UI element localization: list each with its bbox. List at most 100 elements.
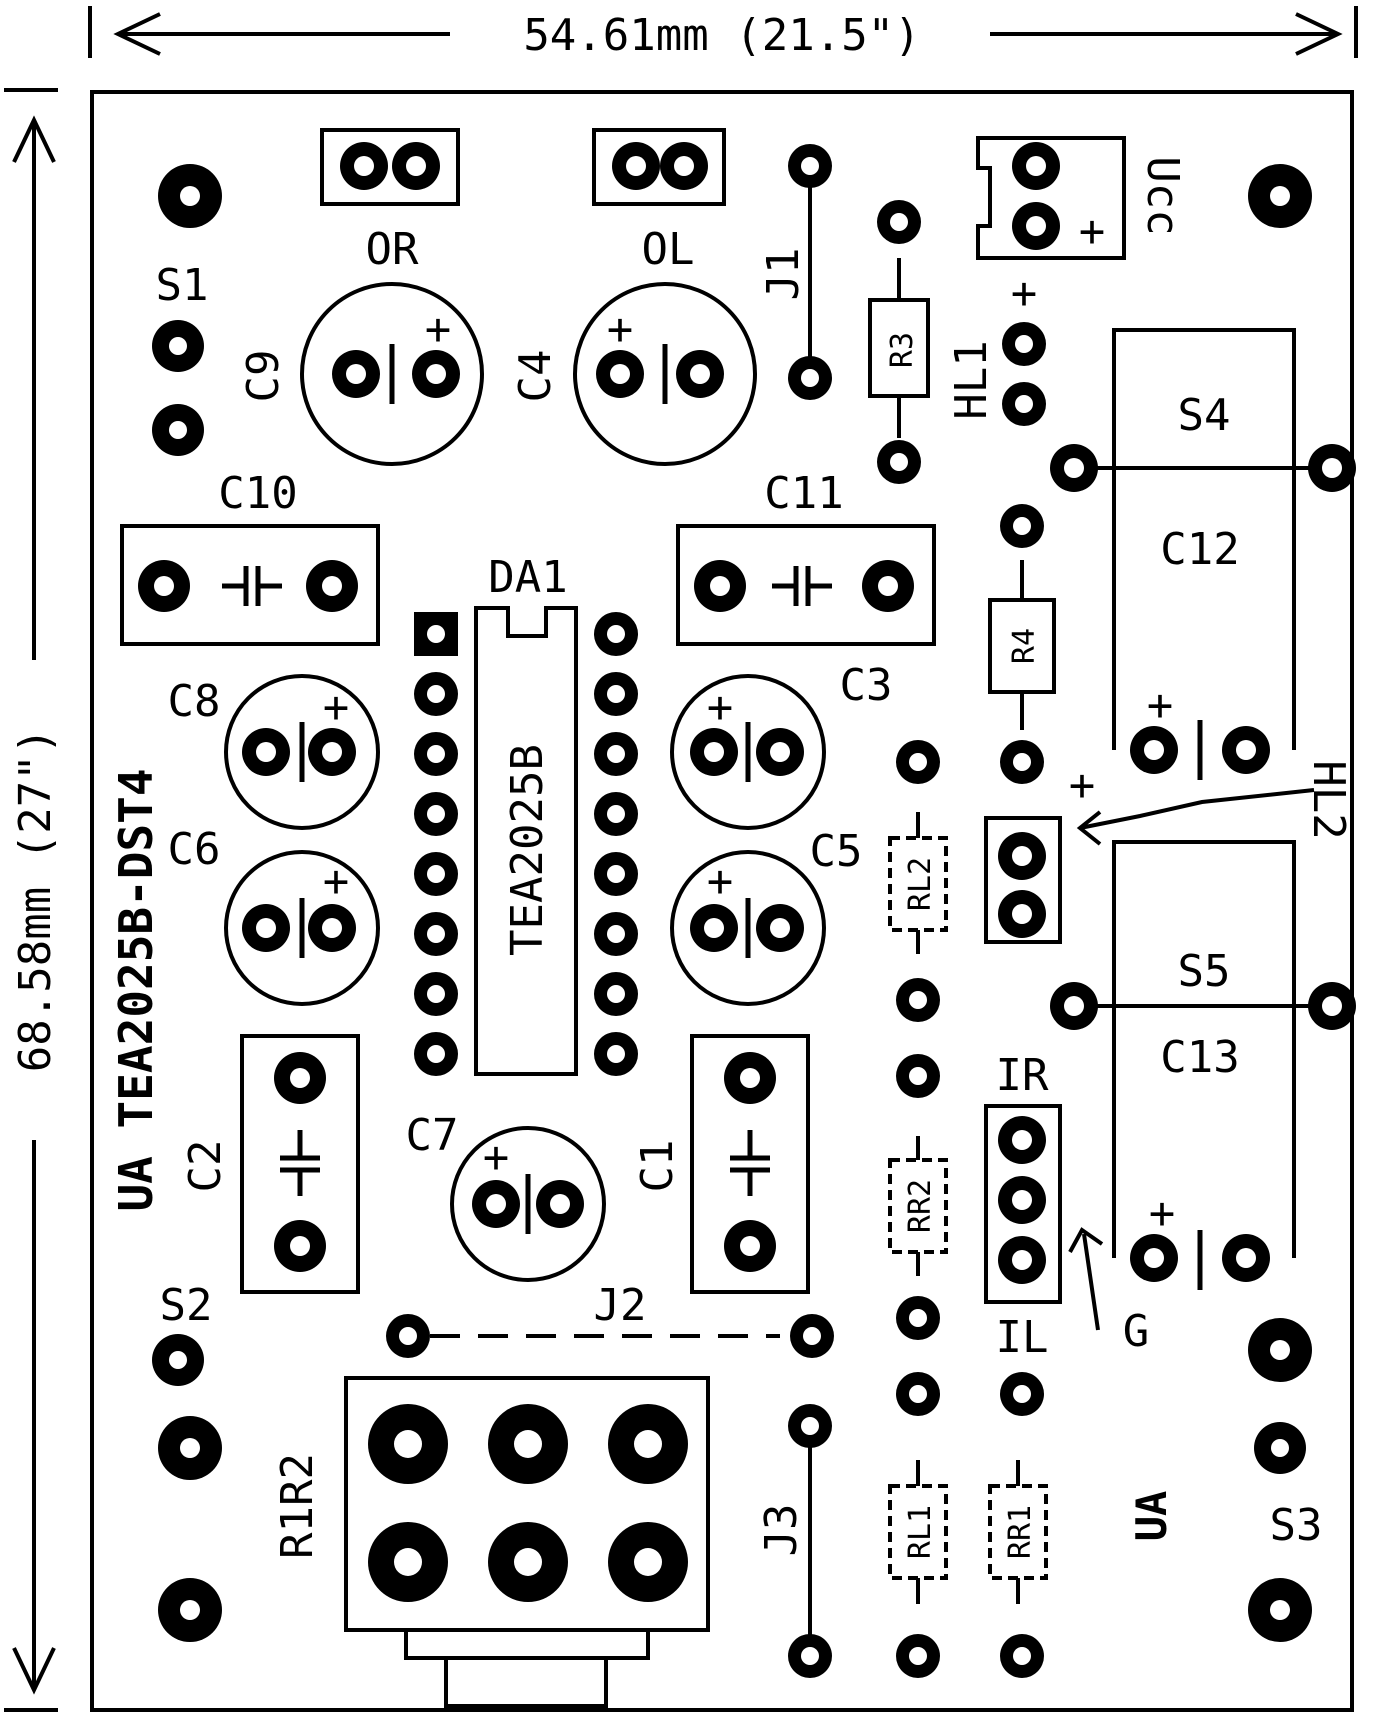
pad-hole <box>909 1647 927 1665</box>
label-j3: J3 <box>756 1504 807 1557</box>
connector-ucc-outline <box>976 136 1126 260</box>
pad-hole <box>322 918 342 938</box>
c11-outline <box>676 524 936 646</box>
pad-hole <box>1322 996 1342 1016</box>
r1r2-outline <box>344 1376 710 1632</box>
label-rl2: RL2 <box>903 857 938 911</box>
pad-hole <box>1026 156 1046 176</box>
label-c8: C8 <box>168 676 221 727</box>
pad-hole <box>801 1417 819 1435</box>
pad-hole <box>607 865 625 883</box>
label-c12: C12 <box>1160 524 1239 575</box>
plus-c3: + <box>707 682 734 733</box>
pad-hole <box>514 1430 542 1458</box>
pad-hole <box>1271 1439 1289 1457</box>
label-c9: C9 <box>238 350 289 403</box>
label-s3: S3 <box>1270 1500 1323 1551</box>
pad-hole <box>909 1309 927 1327</box>
pad-hole <box>322 576 342 596</box>
label-hl2: HL2 <box>1303 760 1354 839</box>
c7-outline <box>450 1126 606 1282</box>
label-rl1: RL1 <box>903 1505 938 1559</box>
pad-hole <box>704 918 724 938</box>
label-c7: C7 <box>406 1110 459 1161</box>
pad-hole <box>322 742 342 762</box>
label-or: OR <box>366 224 419 275</box>
label-da1: DA1 <box>488 552 567 603</box>
c9-outline <box>300 282 484 466</box>
pad-hole <box>610 364 630 384</box>
pad-hole <box>1322 458 1342 478</box>
pad-hole <box>394 1548 422 1576</box>
pad-hole <box>290 1068 310 1088</box>
label-s5: S5 <box>1178 946 1231 997</box>
pad-hole <box>1270 186 1290 206</box>
pad-hole <box>514 1548 542 1576</box>
pad-hole <box>1013 517 1031 535</box>
da1-outline <box>474 606 578 1076</box>
pad-hole <box>690 364 710 384</box>
pad-hole <box>427 865 445 883</box>
c4-outline <box>573 282 757 466</box>
label-r4: R4 <box>1007 628 1042 664</box>
pad-hole <box>878 576 898 596</box>
silkscreen-labels: OR OL S1 C10 C11 DA1 C8 C6 C3 C5 C7 S2 J… <box>156 206 1323 1551</box>
hl2-outline <box>984 816 1062 944</box>
pad-hole <box>626 156 646 176</box>
c10-outline <box>120 524 380 646</box>
plus-c4: + <box>607 304 634 355</box>
connector-ol-outline <box>592 128 726 206</box>
label-il: IL <box>996 1312 1049 1363</box>
pad-hole <box>426 364 446 384</box>
plus-c8: + <box>323 682 350 733</box>
pad-hole <box>346 364 366 384</box>
pad-hole <box>890 213 908 231</box>
pad-hole <box>427 625 445 643</box>
pad-hole <box>256 918 276 938</box>
ir-outline <box>984 1104 1062 1304</box>
component-outlines <box>120 128 1332 1708</box>
label-j2: J2 <box>594 1280 647 1331</box>
plus-c6: + <box>323 856 350 907</box>
pad-hole <box>1144 740 1164 760</box>
pad-hole <box>256 742 276 762</box>
pad-hole <box>1012 904 1032 924</box>
c3-outline <box>670 674 826 830</box>
pad-hole <box>1012 1190 1032 1210</box>
pad-hole <box>1064 996 1084 1016</box>
dimension-width <box>88 6 1358 58</box>
height-label: 68.58mm (27") <box>10 728 61 1072</box>
pad-hole <box>1236 740 1256 760</box>
pad-hole <box>427 1045 445 1063</box>
r1r2-shaft-inner <box>444 1658 608 1708</box>
pad-hole <box>909 753 927 771</box>
pad-hole <box>1270 1600 1290 1620</box>
pad-hole <box>550 1194 570 1214</box>
plus-ucc: + <box>1079 206 1106 257</box>
plus-c7: + <box>483 1132 510 1183</box>
pad-hole <box>1012 846 1032 866</box>
pad-hole <box>1270 1340 1290 1360</box>
plus-hl2: + <box>1069 760 1096 811</box>
pad-hole <box>634 1548 662 1576</box>
pad-hole <box>427 985 445 1003</box>
connector-or-outline <box>320 128 460 206</box>
rotated-labels-cw: Ucc HL2 <box>1137 156 1354 839</box>
pad-hole <box>710 576 730 596</box>
pad-hole <box>1026 216 1046 236</box>
label-c6: C6 <box>168 824 221 875</box>
pad-hole <box>427 745 445 763</box>
plus-c12: + <box>1147 680 1174 731</box>
pad-hole <box>909 1385 927 1403</box>
plus-c13: + <box>1149 1188 1176 1239</box>
label-ol: OL <box>642 224 695 275</box>
pad-hole <box>607 1045 625 1063</box>
c12-outline <box>1112 328 1296 750</box>
label-board-title: UA TEA2025B-DST4 <box>109 768 163 1211</box>
pad-hole <box>1015 335 1033 353</box>
pad-hole <box>740 1236 760 1256</box>
label-r1r2: R1R2 <box>272 1453 323 1559</box>
pad-hole <box>801 1647 819 1665</box>
c6-outline <box>224 850 380 1006</box>
width-label: 54.61mm (21.5") <box>523 10 920 61</box>
